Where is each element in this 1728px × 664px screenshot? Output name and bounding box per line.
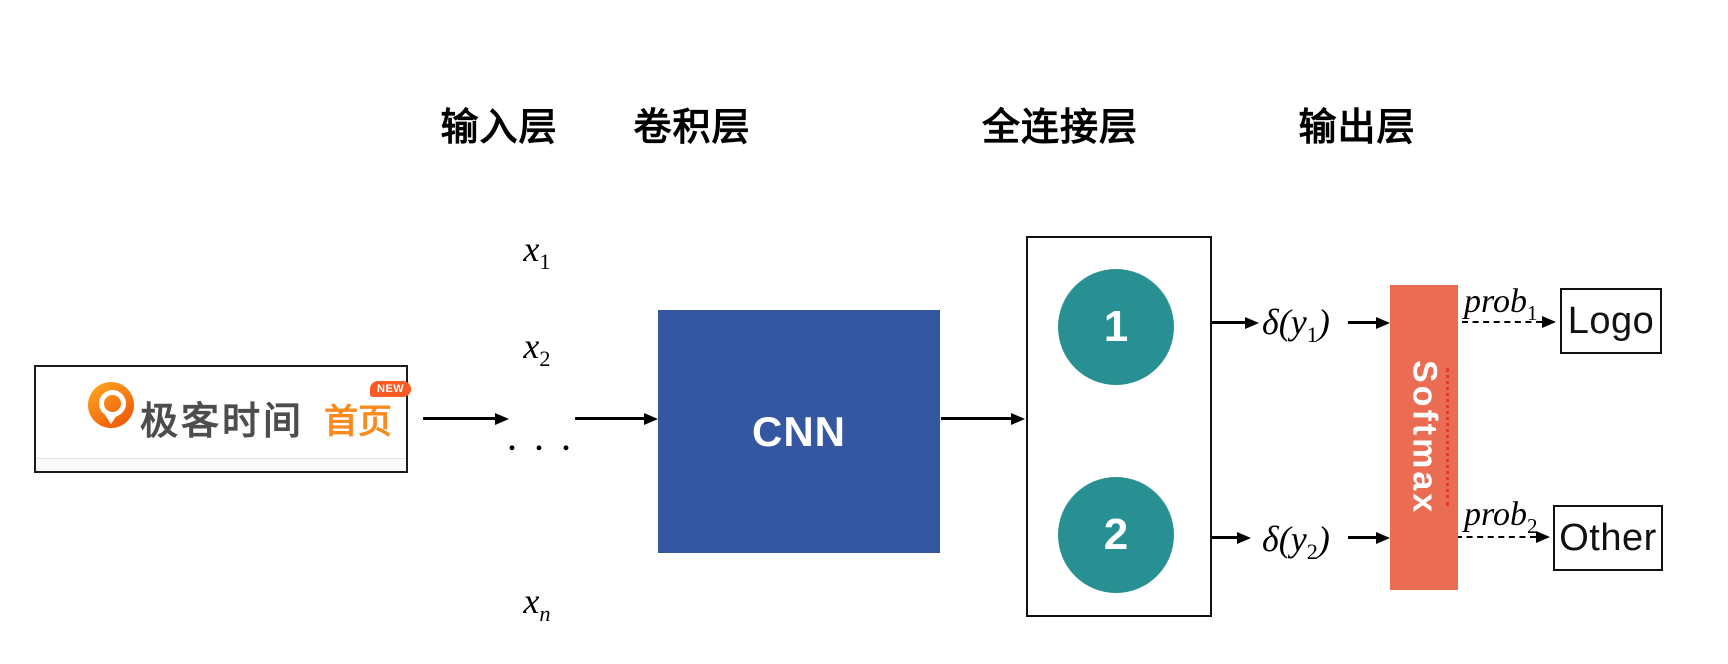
arrow-delta2-to-softmax — [1348, 532, 1390, 544]
card-footer-strip — [36, 458, 406, 471]
cnn-box: CNN — [658, 310, 940, 553]
column-header-conv-layer: 卷积层 — [633, 107, 751, 149]
geektime-logo-icon — [88, 382, 134, 428]
dashed-arrow-prob2-to-other — [1456, 531, 1550, 543]
column-header-output-layer: 输出层 — [1298, 107, 1416, 149]
output-class-logo-label: Logo — [1567, 299, 1655, 342]
new-badge: NEW — [370, 381, 412, 397]
column-header-fc-layer: 全连接层 — [981, 107, 1138, 149]
dashed-arrow-prob1-to-logo — [1462, 316, 1556, 328]
softmax-dotted-divider-line — [1446, 368, 1449, 506]
arrow-delta1-to-softmax — [1348, 317, 1390, 329]
fc-neuron-2: 2 — [1058, 477, 1174, 593]
arrow-inputs-to-cnn — [575, 413, 658, 425]
nav-home-label: 首页 — [324, 403, 392, 441]
arrow-image-to-inputs — [423, 413, 509, 425]
softmax-box: Softmax — [1390, 285, 1458, 590]
output-class-other-label: Other — [1559, 516, 1657, 559]
cnn-label: CNN — [752, 407, 846, 455]
fc-neuron-1-label: 1 — [1103, 302, 1129, 351]
delta-y1-label: δ(y1) — [1262, 302, 1330, 348]
prob1-label: prob1 — [1464, 283, 1538, 325]
brand-name-text: 极客时间 — [140, 401, 305, 443]
column-header-input-layer: 输入层 — [440, 107, 558, 149]
softmax-label: Softmax — [1405, 359, 1444, 516]
delta-y2-label: δ(y2) — [1262, 519, 1330, 565]
fc-neuron-1: 1 — [1058, 269, 1174, 385]
geektime-logo-tail — [105, 415, 117, 430]
input-xn-label: xn — [523, 581, 551, 627]
input-ellipsis: . . . — [508, 424, 576, 457]
output-class-other-box: Other — [1553, 505, 1663, 571]
fc-neuron-2-label: 2 — [1103, 510, 1129, 559]
geektime-logo-ring — [99, 390, 126, 417]
input-x1-label: x1 — [523, 229, 551, 275]
prob2-label: prob2 — [1464, 496, 1538, 538]
output-class-logo-box: Logo — [1560, 288, 1662, 354]
input-image-card: 极客时间 首页 NEW — [34, 365, 412, 473]
arrow-cnn-to-fc — [941, 413, 1025, 425]
input-x2-label: x2 — [523, 326, 551, 372]
